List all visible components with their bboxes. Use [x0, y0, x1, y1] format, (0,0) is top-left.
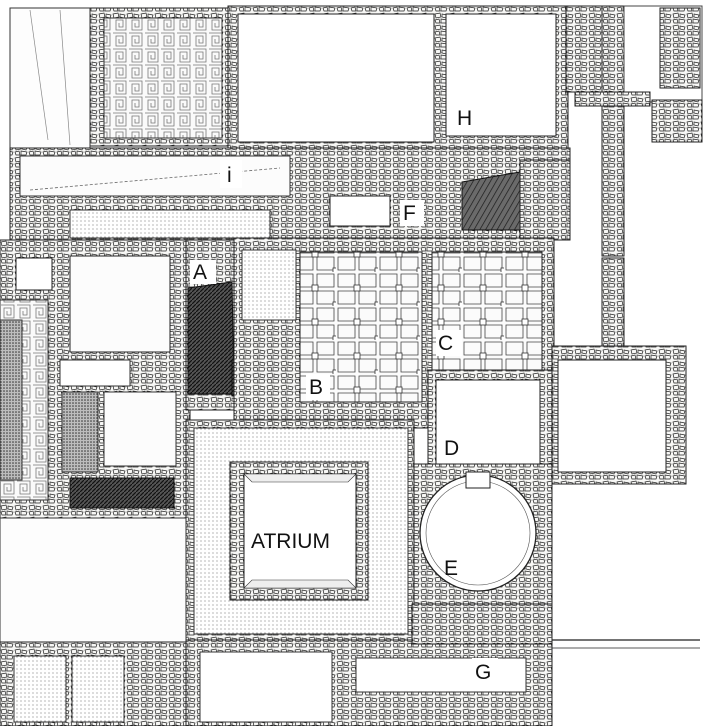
label-d: D [444, 437, 459, 460]
room-d [427, 369, 561, 471]
east-room [551, 345, 687, 485]
label-i: i [227, 164, 232, 187]
label-a: A [193, 261, 207, 284]
label-atrium: ATRIUM [251, 530, 330, 553]
label-h: H [457, 107, 472, 130]
atrium [185, 419, 415, 643]
label-b: B [309, 376, 323, 399]
label-c: C [438, 332, 453, 355]
room-h [227, 5, 569, 157]
label-g: G [475, 661, 491, 684]
east-walls [565, 5, 703, 349]
corridor-i [9, 147, 571, 241]
label-e: E [444, 557, 458, 580]
mosaic-room [9, 7, 231, 149]
room-e [409, 463, 553, 605]
label-f: F [403, 202, 416, 225]
west-rooms [0, 239, 191, 521]
